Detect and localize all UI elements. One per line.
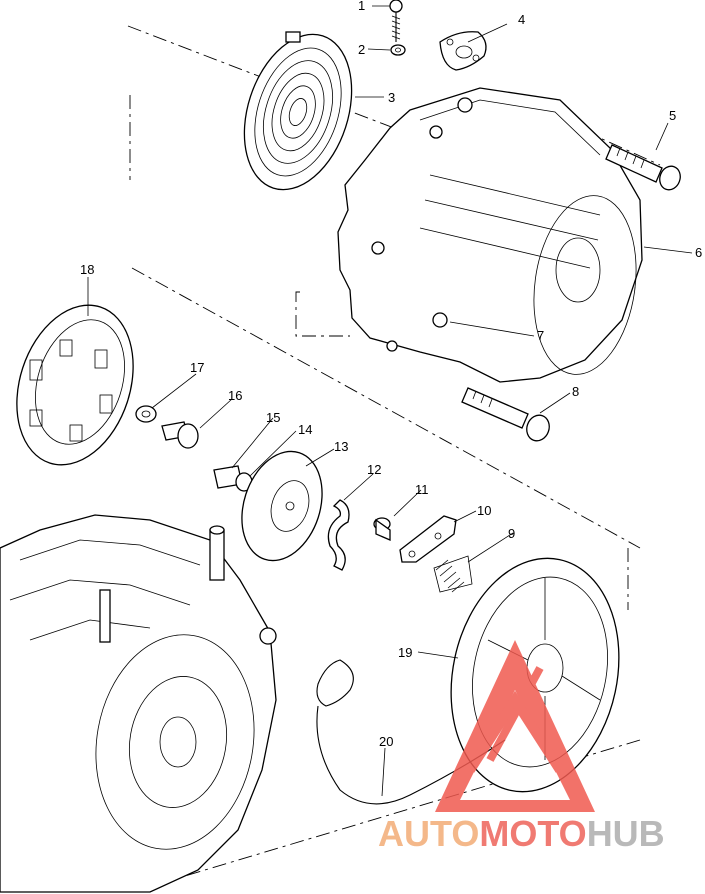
engine-crankcase — [0, 514, 277, 893]
callout-15: 15 — [266, 410, 280, 425]
watermark-hub: HUB — [587, 813, 665, 854]
callout-16: 16 — [228, 388, 242, 403]
callout-13: 13 — [334, 439, 348, 454]
callout-1: 1 — [358, 0, 365, 13]
callout-11: 11 — [415, 482, 429, 497]
callout-4: 4 — [518, 12, 525, 27]
callout-6: 6 — [695, 245, 702, 260]
recoil-spring-case — [243, 31, 353, 191]
callout-20: 20 — [379, 734, 393, 749]
starter-housing — [337, 87, 643, 383]
callout-9: 9 — [508, 526, 515, 541]
gasket-plate — [439, 31, 487, 71]
watermark-moto: MOTO — [479, 813, 586, 854]
callout-labels: 1 2 3 4 5 6 7 8 9 10 11 12 13 14 15 16 1… — [80, 0, 702, 749]
bolt-lower — [461, 387, 550, 442]
leader-lines — [87, 5, 693, 797]
washer-and-flange-bolt — [135, 405, 199, 449]
pawl-and-spring-parts — [327, 499, 473, 593]
watermark-logo — [435, 640, 595, 812]
watermark-auto: AUTO — [378, 813, 479, 854]
bolt-upper — [605, 144, 681, 191]
callout-2: 2 — [358, 42, 365, 57]
friction-plate-assembly — [213, 450, 323, 562]
callout-14: 14 — [298, 422, 312, 437]
callout-12: 12 — [367, 462, 381, 477]
callout-8: 8 — [572, 384, 579, 399]
callout-17: 17 — [190, 360, 204, 375]
callout-18: 18 — [80, 262, 94, 277]
ratchet-cup — [16, 304, 134, 466]
callout-10: 10 — [477, 503, 491, 518]
callout-7: 7 — [537, 328, 544, 343]
callout-5: 5 — [669, 108, 676, 123]
screw-and-washer — [389, 0, 406, 56]
callout-19: 19 — [398, 645, 412, 660]
watermark-text: AUTOMOTOHUB — [378, 813, 665, 854]
callout-3: 3 — [388, 90, 395, 105]
